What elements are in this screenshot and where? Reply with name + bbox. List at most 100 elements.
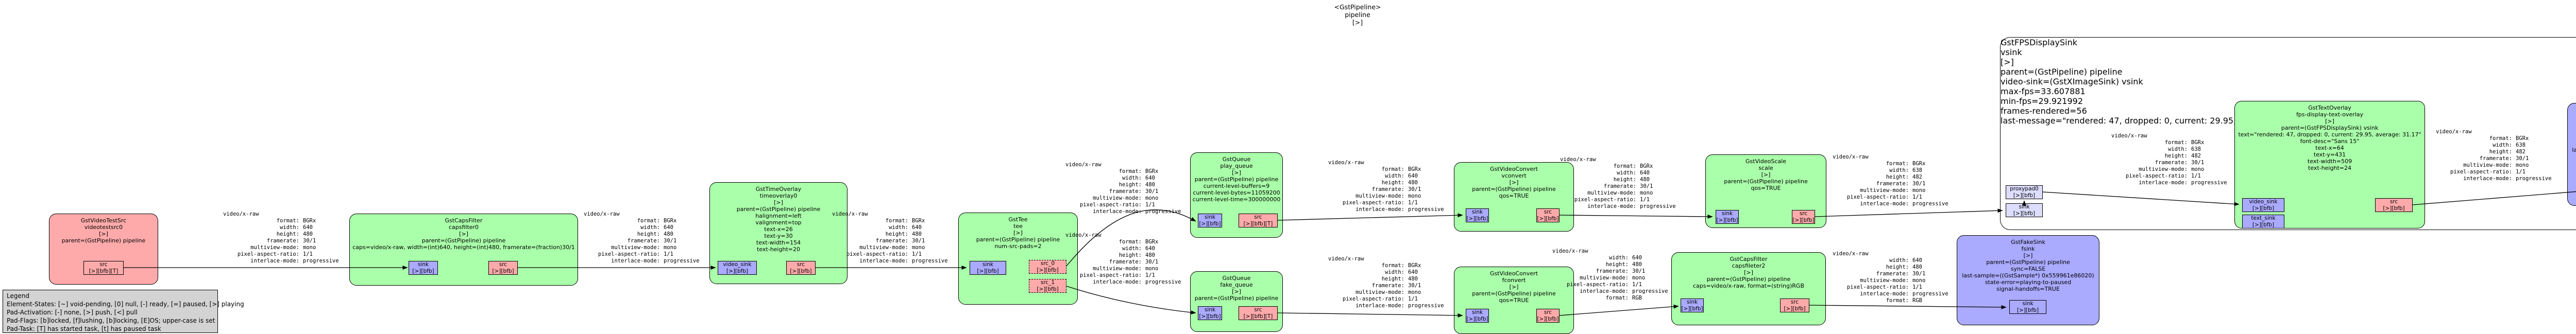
caps-field-key: framerate:: [1876, 271, 1909, 277]
caps-field: width:640: [1552, 255, 1679, 261]
caps-field-value: BGRx: [2191, 139, 2205, 146]
caps-field-value: 1/1: [1145, 272, 1155, 278]
pad-label: [>][bfb]: [2252, 221, 2275, 228]
node-text-line: [>]: [1761, 171, 1771, 178]
caps-field: framerate:30/1: [2111, 160, 2238, 166]
caps-field: framerate:30/1: [832, 238, 958, 244]
pad-label: [>][bfb]: [1199, 220, 1221, 227]
pad-capsfileter2-sink: sink[>][bfb]: [1681, 298, 1704, 312]
node-text-line: GstQueue: [1222, 275, 1251, 282]
caps-field: multiview-mode:mono: [584, 244, 710, 251]
caps-field-value: 1/1: [1640, 197, 1650, 203]
node-text-line: caps=video/x-raw, width=(int)640, height…: [352, 244, 575, 251]
caps-field-key: multiview-mode:: [1355, 193, 1404, 199]
node-text-line: tee: [1013, 223, 1023, 230]
pad-scale-src: src[>][bfb]: [1792, 210, 1815, 224]
caps-field: multiview-mode:mono: [1833, 187, 1959, 194]
caps-field: interlace-mode:progressive: [584, 258, 710, 265]
caps-field: height:480: [1065, 182, 1192, 188]
caps-field: pixel-aspect-ratio:1/1: [1833, 284, 1959, 291]
node-text-line: GstCapsFilter: [445, 217, 483, 224]
caps-field-key: framerate:: [266, 238, 299, 244]
caps-field-key: height:: [637, 231, 660, 237]
caps-field-value: mono: [912, 244, 925, 251]
caps-field: pixel-aspect-ratio:1/1: [1552, 282, 1679, 288]
caps-media-type: video/x-raw: [1833, 251, 1869, 257]
caps-field-value: 1/1: [303, 251, 313, 257]
caps-field-value: mono: [1640, 190, 1653, 196]
caps-field-key: framerate:: [1371, 283, 1404, 289]
caps-field-key: pixel-aspect-ratio:: [1566, 282, 1629, 288]
legend-pad-task: Pad-Task: [T] has started task, [t] has …: [7, 325, 161, 332]
pad-label: sink: [1721, 210, 1733, 217]
caps-field-value: 480: [664, 231, 673, 237]
node-text-line: vsink: [2001, 47, 2022, 57]
caps-field: format:BGRx: [832, 218, 958, 224]
caps-field-value: 30/1: [303, 238, 316, 244]
caps-field-value: 640: [1145, 175, 1155, 181]
caps-field-value: BGRx: [912, 218, 925, 224]
caps-field-key: width:: [1122, 245, 1142, 252]
node-text-line: GstFPSDisplaySink: [2001, 38, 2077, 47]
node-text-line: [>]: [2023, 252, 2033, 259]
caps-field: interlace-mode:progressive: [1328, 206, 1454, 213]
caps-field-value: BGRx: [1145, 168, 1159, 174]
node-text-line: parent=(GstPipeline) pipeline: [2001, 67, 2123, 77]
pad-label: sink: [982, 261, 994, 268]
caps-field-value: progressive: [664, 258, 700, 264]
caps-field-key: interlace-mode:: [1860, 201, 1909, 207]
caps-field: format:BGRx: [1833, 161, 1959, 167]
caps-field-value: 480: [1145, 182, 1155, 188]
caps-field: width:640: [1065, 245, 1192, 252]
node-text-line: qos=TRUE: [1499, 192, 1529, 199]
caps-field: pixel-aspect-ratio:1/1: [1065, 272, 1192, 279]
pad-fps-display-text-overlay-src: src[>][bfb]: [2375, 198, 2413, 212]
node-text-line: GstQueue: [1222, 156, 1251, 163]
caps-media-type: video/x-raw: [1552, 248, 1588, 254]
caps-field-key: pixel-aspect-ratio:: [1342, 296, 1404, 302]
pad-fconvert-src: src[>][bfb]: [1536, 309, 1560, 323]
caps-field-value: RGB: [1632, 295, 1642, 301]
caps-field-key: framerate:: [2479, 155, 2512, 162]
node-text-line: scale: [1758, 165, 1773, 171]
node-text-line: [>]: [1509, 179, 1519, 186]
caps-field-value: progressive: [1912, 291, 1948, 297]
pad-play_queue-sink: sink[>][bfb]: [1198, 214, 1222, 227]
pad-label: [>][bfb]: [2016, 307, 2039, 313]
caps-field-key: multiview-mode:: [1093, 266, 1142, 272]
node-text-line: current-level-time=300000000: [1192, 196, 1281, 203]
node-text-line: text-x=64: [2315, 145, 2344, 151]
caps-field: height:480: [1328, 180, 1454, 186]
node-text-line: fconvert: [1502, 277, 1526, 284]
caps-field: framerate:30/1: [1328, 283, 1454, 289]
caps-field: format:RGB: [1552, 295, 1679, 302]
pad-label: [>][bfb]: [1199, 313, 1221, 320]
caps-field-value: 30/1: [1145, 259, 1159, 265]
caps-field: height:480: [832, 231, 958, 238]
caps-field-value: 480: [1640, 177, 1650, 183]
caps-field: interlace-mode:progressive: [1065, 279, 1192, 286]
caps-field: height:482: [2111, 153, 2238, 160]
caps-field-key: width:: [1889, 257, 1909, 263]
caps-media-type: video/x-raw: [1833, 154, 1869, 160]
caps-field-value: 480: [912, 231, 922, 237]
pad-fake_queue-sink: sink[>][bfb]: [1198, 306, 1222, 320]
pad-label: video_sink: [2249, 199, 2278, 205]
caps-field-value: BGRx: [1912, 161, 1926, 167]
node-text-line: parent=(GstPipeline) pipeline: [61, 237, 146, 244]
node-text-line: text-x=26: [764, 226, 793, 233]
node-text-line: parent=(GstPipeline) pipeline: [1194, 176, 1279, 183]
caps-field-value: 1/1: [1632, 282, 1642, 288]
caps-field-value: progressive: [303, 258, 339, 264]
caps-field-key: format:: [2164, 139, 2188, 146]
caps-field-value: 1/1: [1912, 284, 1922, 290]
caps-field-key: pixel-aspect-ratio:: [237, 251, 299, 257]
node-text-line: GstCapsFilter: [1730, 256, 1768, 262]
